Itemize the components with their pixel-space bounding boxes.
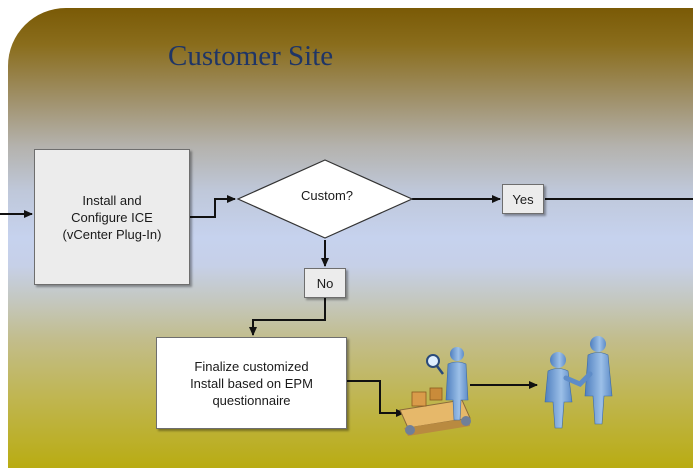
finalize-to-inspector-connector xyxy=(347,380,405,417)
no-label-box: No xyxy=(304,268,346,298)
yes-label-box: Yes xyxy=(502,184,544,214)
install-configure-label: Install and Configure ICE (vCenter Plug-… xyxy=(62,192,162,242)
finalize-install-step: Finalize customized Install based on EPM… xyxy=(156,337,347,429)
handshake-people-icon xyxy=(544,336,613,429)
yes-label: Yes xyxy=(512,191,534,207)
flow-connectors xyxy=(0,159,693,436)
finalize-install-label: Finalize customized Install based on EPM… xyxy=(190,358,313,408)
custom-decision-label: Custom? xyxy=(300,188,354,203)
diagram-canvas: Customer Site xyxy=(0,8,693,468)
install-configure-step: Install and Configure ICE (vCenter Plug-… xyxy=(34,149,190,285)
inspector-conveyor-icon xyxy=(399,347,471,436)
site-title: Customer Site xyxy=(168,40,334,72)
install-to-decision-connector xyxy=(190,195,236,218)
custom-decision-diamond xyxy=(236,159,414,239)
no-label: No xyxy=(316,275,334,291)
no-to-finalize-connector xyxy=(249,297,326,336)
